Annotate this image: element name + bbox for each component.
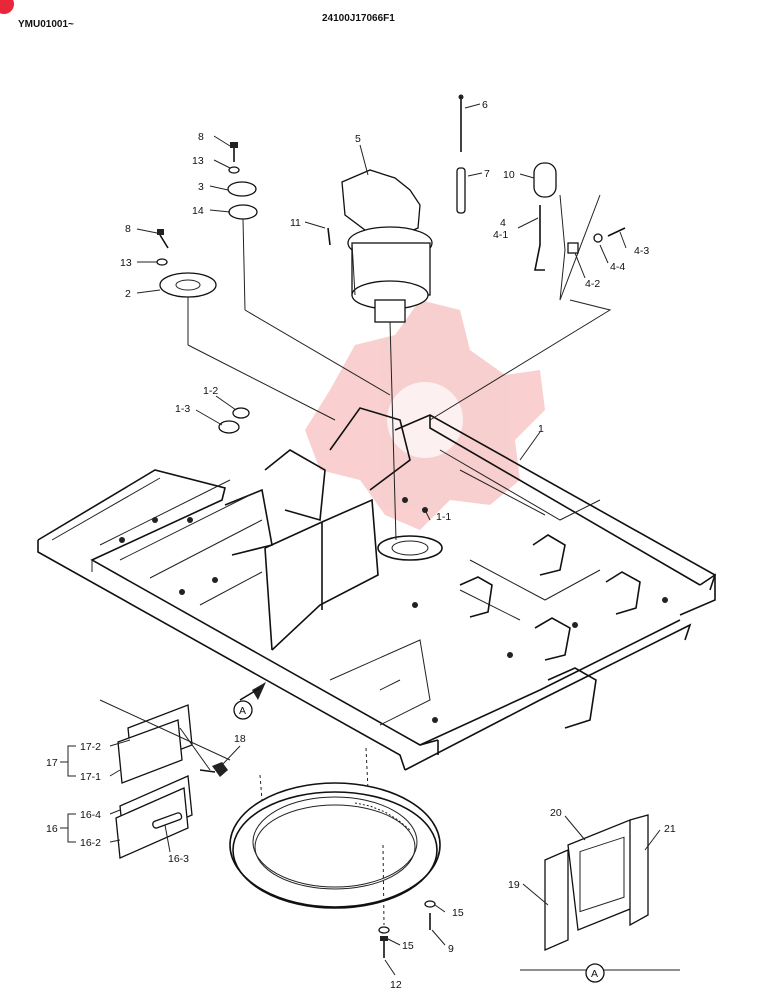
upper-frame xyxy=(37,407,716,771)
cover-plate-16 xyxy=(115,775,193,859)
callout-15: 15 xyxy=(452,907,464,919)
cap-10 xyxy=(533,162,557,198)
callout-9: 9 xyxy=(448,943,454,955)
callout-17-2: 17-2 xyxy=(80,741,101,753)
callout-16-4: 16-4 xyxy=(80,809,101,821)
dipstick xyxy=(456,94,466,214)
bolt-18 xyxy=(199,762,228,777)
callout-1-1: 1-1 xyxy=(436,511,451,523)
callout-21: 21 xyxy=(664,823,676,835)
callout-13b: 13 xyxy=(120,257,132,269)
callout-17: 17 xyxy=(46,757,58,769)
view-a-label: A xyxy=(239,705,246,717)
callout-1-3: 1-3 xyxy=(175,403,190,415)
ring-bolts xyxy=(378,900,436,958)
cover-plate-17 xyxy=(99,699,231,784)
callout-16: 16 xyxy=(46,823,58,835)
callout-11: 11 xyxy=(290,217,301,229)
callout-2: 2 xyxy=(125,288,131,300)
detail-a-bracket xyxy=(520,814,680,971)
callout-16-2: 16-2 xyxy=(80,837,101,849)
callout-10: 10 xyxy=(503,169,515,181)
callout-8: 8 xyxy=(198,131,204,143)
callout-12: 12 xyxy=(390,979,402,991)
view-arrow-a: A A xyxy=(233,682,605,983)
callout-17-1: 17-1 xyxy=(80,771,101,783)
callout-4-1: 4-1 xyxy=(493,229,508,241)
callout-18: 18 xyxy=(234,733,246,745)
callout-4-4: 4-4 xyxy=(610,261,625,273)
serial-range: YMU01001~ xyxy=(18,19,74,30)
callout-16-3: 16-3 xyxy=(168,853,189,865)
callout-15b: 15 xyxy=(402,940,414,952)
callout-19: 19 xyxy=(508,879,520,891)
callout-7: 7 xyxy=(484,168,490,180)
callout-3: 3 xyxy=(198,181,204,193)
callout-6: 6 xyxy=(482,99,488,111)
callout-1-2: 1-2 xyxy=(203,385,218,397)
grease-line xyxy=(429,194,626,421)
callout-20: 20 xyxy=(550,807,562,819)
callout-5: 5 xyxy=(355,133,361,145)
swing-bearing xyxy=(229,747,441,926)
callout-4-2: 4-2 xyxy=(585,278,600,290)
swing-motor xyxy=(341,169,433,541)
callouts: 8 13 3 14 8 13 2 11 5 6 7 10 4 4-1 4-2 4… xyxy=(46,99,676,991)
fastener-group xyxy=(156,142,391,434)
callout-8b: 8 xyxy=(125,223,131,235)
detail-a-label: A xyxy=(591,968,598,980)
callout-13: 13 xyxy=(192,155,204,167)
callout-4: 4 xyxy=(500,217,506,229)
leader-lines xyxy=(60,103,661,976)
corner-mark xyxy=(0,0,14,14)
watermark-logo xyxy=(305,300,545,530)
callout-4-3: 4-3 xyxy=(634,245,649,257)
callout-14: 14 xyxy=(192,205,204,217)
drawing-number: 24100J17066F1 xyxy=(322,13,395,24)
callout-1: 1 xyxy=(538,423,544,435)
